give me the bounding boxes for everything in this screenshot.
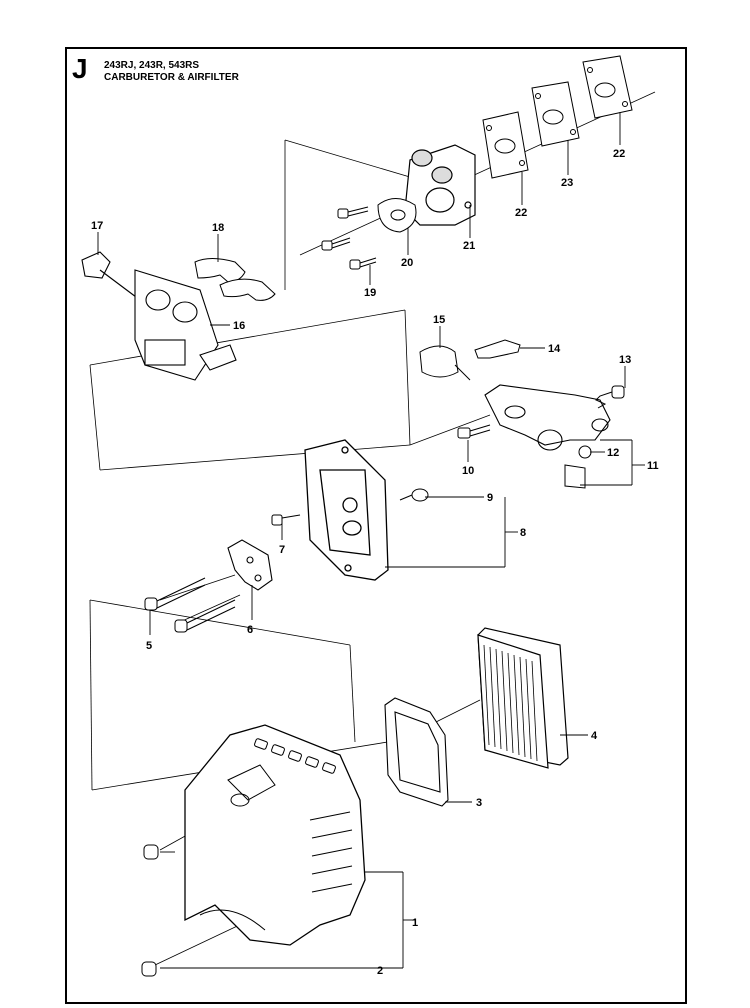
part-label-6: 6: [247, 624, 253, 636]
gasket-22-right: [582, 55, 633, 119]
bolts-5: [144, 577, 236, 633]
screw-7: [271, 514, 301, 526]
part-label-15: 15: [433, 314, 445, 326]
primer-bulb-15: [419, 345, 471, 381]
section-letter: J: [72, 53, 88, 84]
part-label-9: 9: [487, 492, 493, 504]
part-label-8: 8: [520, 527, 526, 539]
part-label-13: 13: [619, 354, 631, 366]
part-label-20: 20: [401, 257, 413, 269]
part-label-22b: 22: [613, 148, 625, 160]
part-label-10: 10: [462, 465, 474, 477]
part-label-4: 4: [591, 730, 598, 742]
air-filter-4: [477, 627, 569, 769]
screw-10: [457, 424, 491, 439]
part-label-18: 18: [212, 222, 224, 234]
screw-13: [595, 385, 625, 409]
part-label-11: 11: [647, 460, 659, 472]
filter-housing-8: [304, 439, 389, 581]
part-label-21: 21: [463, 240, 475, 252]
part-label-1: 1: [412, 917, 418, 929]
part-label-22a: 22: [515, 207, 527, 219]
part-label-7: 7: [279, 544, 285, 556]
screws-2: [141, 844, 159, 977]
part-label-17: 17: [91, 220, 103, 232]
part-label-19: 19: [364, 287, 376, 299]
part-label-3: 3: [476, 797, 482, 809]
section-subtitle: CARBURETOR & AIRFILTER: [104, 72, 239, 83]
hoses-18: [194, 258, 276, 301]
screws-19: [321, 206, 377, 270]
leader-lines: [97, 112, 645, 969]
part-label-16: 16: [233, 320, 245, 332]
assembly-lines: [89, 91, 656, 966]
gasket-20: [377, 198, 417, 233]
cylinder-cover-1: [184, 724, 366, 946]
carburetor: [81, 251, 237, 381]
prefilter-3: [384, 697, 449, 807]
grommet-9: [399, 488, 429, 502]
part-label-23: 23: [561, 177, 573, 189]
part-label-2: 2: [377, 965, 383, 977]
part-labels: 1 2 3 4 5 6 7 8 9 10 11 12 13 14 15 16 1…: [91, 148, 659, 977]
gasket-23: [531, 81, 580, 147]
part-label-12: 12: [607, 447, 619, 459]
model-list: 243RJ, 243R, 543RS: [104, 60, 200, 71]
plate-6: [227, 539, 273, 591]
part-label-14: 14: [548, 343, 561, 355]
diagram-title: 243RJ, 243R, 543RS CARBURETOR & AIRFILTE…: [104, 60, 239, 84]
cable-14: [474, 339, 521, 359]
diagram-frame: [65, 47, 687, 1004]
nut-12: [564, 445, 592, 489]
part-label-5: 5: [146, 640, 152, 652]
gasket-22-left: [482, 111, 529, 179]
bracket-11: [484, 384, 611, 451]
